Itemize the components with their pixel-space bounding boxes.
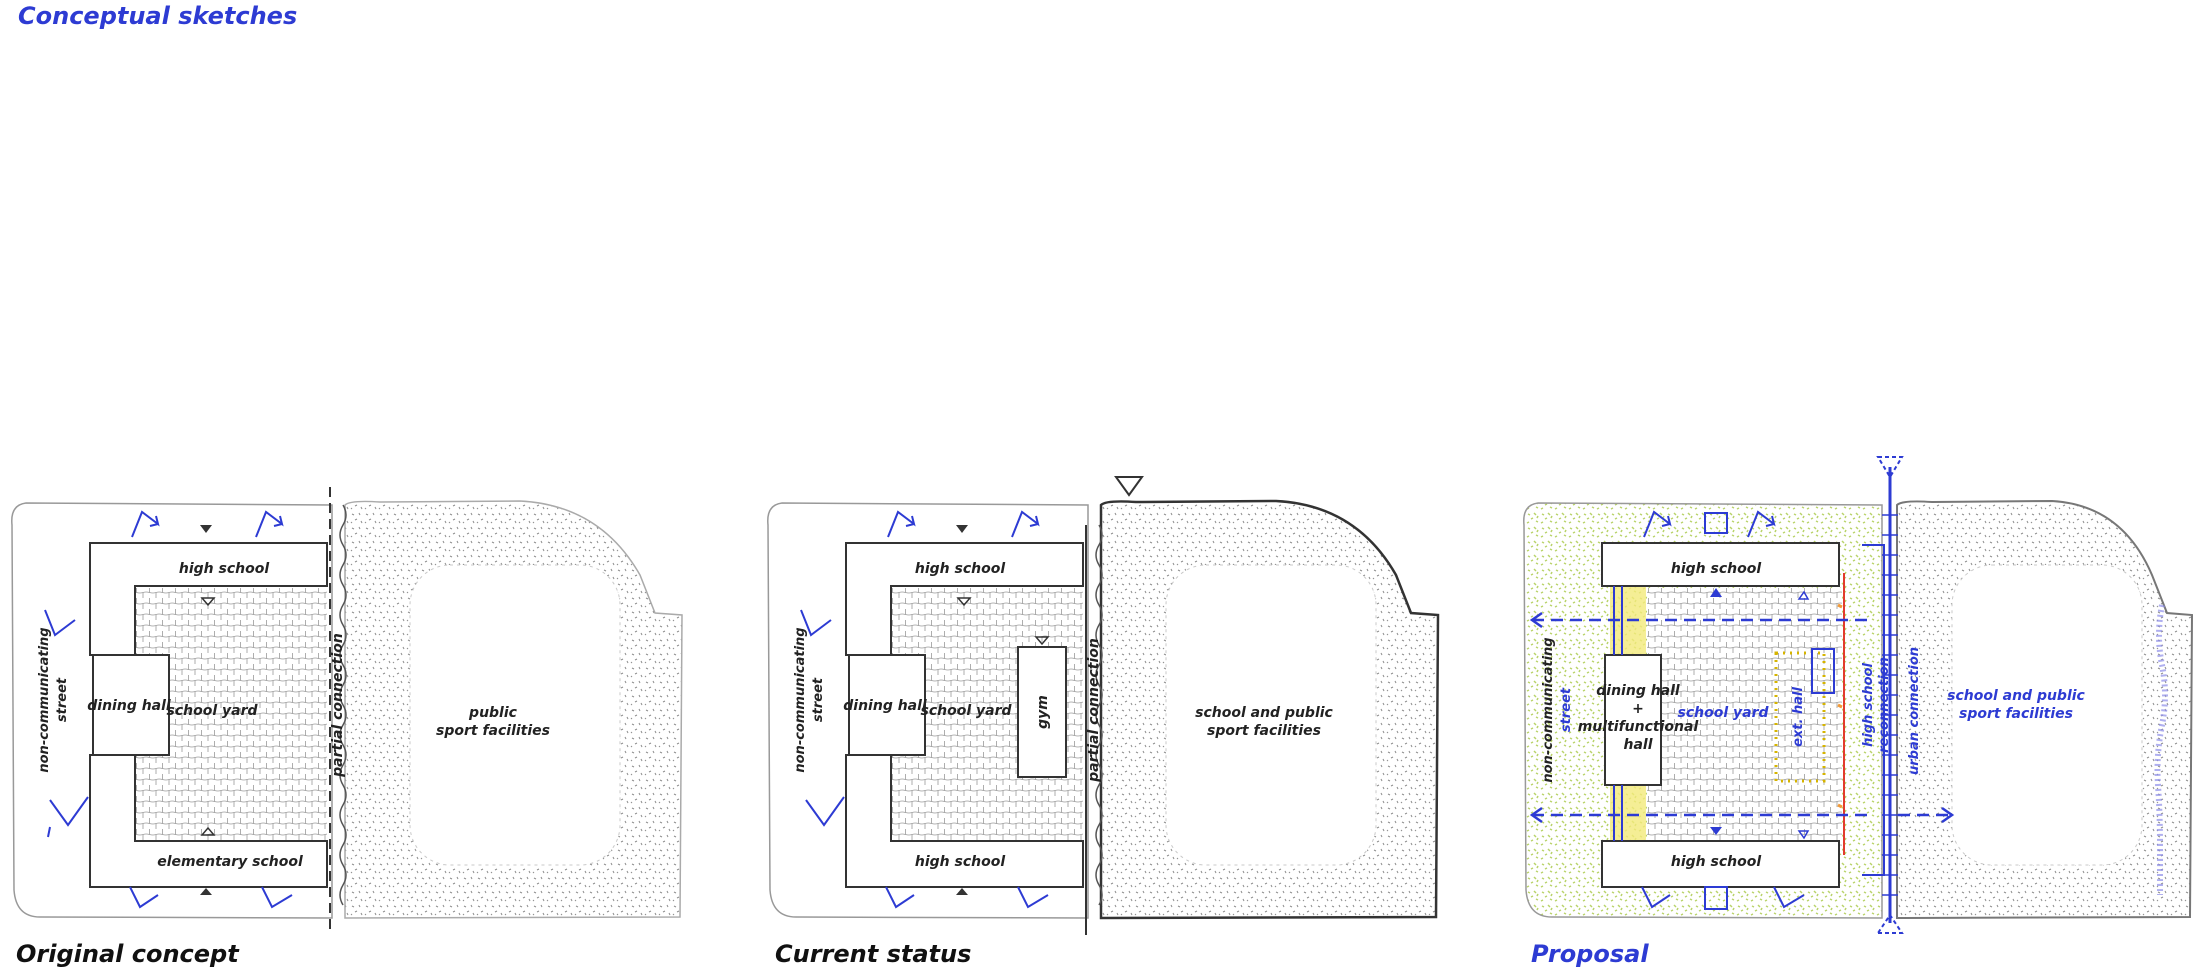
high-school-block-top	[845, 542, 1084, 656]
sketch-original-concept: high school elementary school dining hal…	[11, 487, 683, 935]
label-gym: gym	[1035, 695, 1051, 729]
caption-original-concept: Original concept	[16, 940, 239, 968]
label-partial-connection: partial connection	[1086, 638, 1102, 783]
label-sport-line1: school and public	[1947, 688, 2085, 704]
site-outline	[11, 502, 333, 919]
wavy-edge	[339, 504, 347, 906]
label-partial-connection: partial connection	[330, 633, 346, 778]
label-street-line2: street	[55, 677, 70, 722]
high-school-block	[89, 542, 328, 656]
axis-bracket	[1862, 544, 1885, 876]
label-sport-line1: school and public	[1195, 705, 1333, 721]
dining-multifunctional-block	[1604, 654, 1662, 786]
label-dining-line2: +	[1632, 701, 1644, 717]
caption-proposal: Proposal	[1531, 940, 1649, 968]
label-street-line1: non-communicating	[1541, 637, 1556, 782]
label-school-yard: school yard	[920, 703, 1012, 719]
label-reconnection-line1: high school	[1861, 663, 1876, 747]
dining-hall-block	[92, 654, 170, 756]
orange-marks	[1837, 603, 1843, 809]
school-yard	[1647, 588, 1842, 850]
label-dining-line3: multifunctional	[1578, 719, 1699, 735]
label-sport-line2: sport facilities	[1207, 723, 1321, 739]
sketch-proposal: high school high school dining hall + mu…	[1523, 456, 2194, 934]
label-dining-line1: dining hall	[1596, 683, 1680, 699]
label-school-yard: school yard	[166, 703, 258, 719]
gym-block	[1017, 646, 1067, 778]
label-sport-line1: public	[468, 705, 518, 721]
label-street-line2: street	[1559, 687, 1574, 732]
ext-hall-box	[1811, 648, 1835, 694]
label-high-school-bottom: high school	[915, 854, 1005, 870]
high-school-block-bottom	[1601, 840, 1840, 888]
entry-marker-icons	[956, 525, 1050, 895]
axis-arrow-top-icon	[1876, 456, 1904, 479]
sport-track-inner	[1165, 564, 1377, 866]
high-school-block-top	[1601, 542, 1840, 587]
dining-hall-block	[848, 654, 926, 756]
label-sport-line2: sport facilities	[436, 723, 550, 739]
axis-arrow-bottom-icon	[1876, 913, 1904, 934]
sport-track-inner	[1951, 564, 2143, 866]
tree-edge	[2154, 604, 2168, 895]
label-high-school-top: high school	[1671, 561, 1761, 577]
label-reconnection-line2: reconnection	[1877, 657, 1892, 753]
label-high-school: high school	[179, 561, 269, 577]
sketch-current-status: high school high school dining hall scho…	[767, 476, 1440, 935]
label-street-line1: non-communicating	[793, 627, 808, 772]
label-high-school-bottom: high school	[1671, 854, 1761, 870]
label-street-line1: non-communicating	[37, 627, 52, 772]
site-outline	[767, 502, 1089, 919]
caption-current-status: Current status	[775, 940, 972, 968]
arrowhead-icons	[1529, 611, 1955, 824]
label-urban-connection: urban connection	[1907, 647, 1922, 775]
label-sport-line2: sport facilities	[1959, 706, 2073, 722]
label-school-yard: school yard	[1677, 705, 1769, 721]
label-dining-line4: hall	[1623, 737, 1652, 753]
entrance-arrow-icons	[44, 510, 293, 909]
connection-arrows	[1532, 618, 1952, 817]
label-dining-hall: dining hall	[87, 698, 171, 714]
page-title: Conceptual sketches	[18, 2, 298, 30]
axis-ticks	[1882, 514, 1898, 896]
view-marker-icon	[1114, 476, 1144, 497]
entrance-arrow-icons	[1641, 510, 1805, 910]
dashed-link	[891, 654, 925, 756]
ext-hall-area	[1774, 651, 1826, 783]
entrance-arrow-icons	[800, 510, 1049, 909]
sport-track-inner	[409, 564, 621, 866]
label-ext-hall: ext. hall	[1791, 687, 1806, 747]
dashed-link	[135, 654, 169, 756]
entry-marker-icons	[1710, 588, 1810, 840]
label-elementary-school: elementary school	[157, 854, 303, 870]
entry-marker-icons	[200, 525, 216, 895]
label-street-line2: street	[811, 677, 826, 722]
wavy-edge	[1095, 524, 1103, 906]
label-high-school-top: high school	[915, 561, 1005, 577]
label-dining-hall: dining hall	[843, 698, 927, 714]
